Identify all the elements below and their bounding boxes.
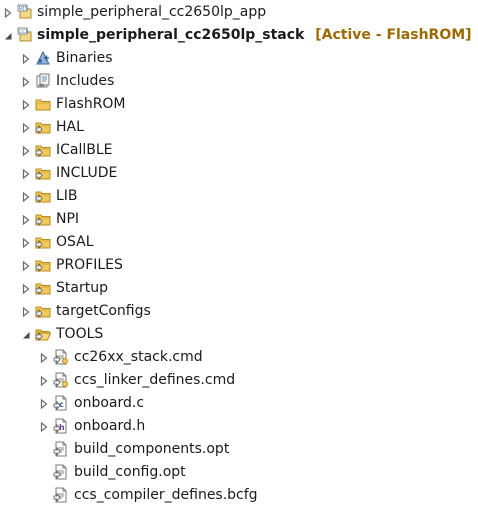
ccs-project-icon: RTS — [17, 4, 33, 20]
expand-arrow-icon[interactable] — [20, 300, 32, 323]
tree-item-build-components-opt[interactable]: build_components.opt — [0, 438, 478, 461]
expand-arrow-icon[interactable] — [20, 254, 32, 277]
tree-item-label: onboard.h — [74, 418, 146, 434]
expand-arrow-icon[interactable] — [20, 277, 32, 300]
tree-item-label: HAL — [56, 119, 84, 135]
tree-item-onboard-h[interactable]: h onboard.h — [0, 415, 478, 438]
tree-item-binaries[interactable]: Binaries — [0, 47, 478, 70]
tree-item-label: Includes — [56, 73, 115, 89]
tree-item-project-stack[interactable]: CCS simple_peripheral_cc2650lp_stack [Ac… — [0, 24, 478, 47]
tree-item-label: ccs_compiler_defines.bcfg — [74, 487, 258, 503]
expand-arrow-icon[interactable] — [20, 208, 32, 231]
expand-arrow-icon[interactable] — [20, 116, 32, 139]
cmd-file-icon — [53, 372, 69, 388]
c-file-icon: c — [53, 395, 69, 411]
tree-item-npi[interactable]: NPI — [0, 208, 478, 231]
svg-text:RTS: RTS — [19, 6, 28, 12]
tree-item-label: ICallBLE — [56, 142, 113, 158]
expand-arrow-icon[interactable] — [38, 369, 50, 392]
svg-text:ab: ab — [38, 83, 44, 89]
expand-arrow-icon[interactable] — [38, 392, 50, 415]
tree-item-osal[interactable]: OSAL — [0, 231, 478, 254]
text-file-icon — [53, 487, 69, 503]
text-file-icon — [53, 441, 69, 457]
tree-item-targetconfigs[interactable]: targetConfigs — [0, 300, 478, 323]
tree-item-label: Startup — [56, 280, 108, 296]
tree-item-label: OSAL — [56, 234, 94, 250]
expand-arrow-icon[interactable] — [20, 47, 32, 70]
tree-item-label: LIB — [56, 188, 78, 204]
tree-item-label: build_config.opt — [74, 464, 186, 480]
tree-item-label: ccs_linker_defines.cmd — [74, 372, 236, 388]
expand-arrow-icon[interactable] — [20, 70, 32, 93]
expand-arrow-icon[interactable] — [20, 139, 32, 162]
tree-item-onboard-c[interactable]: c onboard.c — [0, 392, 478, 415]
collapse-arrow-icon[interactable] — [2, 24, 14, 47]
linked-folder-icon — [35, 211, 51, 227]
expand-arrow-icon[interactable] — [20, 231, 32, 254]
tree-item-flashrom[interactable]: FlashROM — [0, 93, 478, 116]
svg-text:c: c — [59, 400, 64, 409]
expand-arrow-icon[interactable] — [20, 185, 32, 208]
tree-item-label: FlashROM — [56, 96, 126, 112]
tree-item-label: Binaries — [56, 50, 113, 66]
tree-item-lib[interactable]: LIB — [0, 185, 478, 208]
tree-item-ccs-linker-defines-cmd[interactable]: ccs_linker_defines.cmd — [0, 369, 478, 392]
folder-icon — [35, 96, 51, 112]
tree-item-label: INCLUDE — [56, 165, 118, 181]
linked-folder-icon — [35, 142, 51, 158]
tree-item-ccs-compiler-defines-bcfg[interactable]: ccs_compiler_defines.bcfg — [0, 484, 478, 507]
tree-item-label: NPI — [56, 211, 80, 227]
expand-arrow-icon[interactable] — [38, 415, 50, 438]
ccs-project-icon: CCS — [17, 27, 33, 43]
expand-arrow-icon[interactable] — [38, 346, 50, 369]
expand-arrow-icon[interactable] — [2, 1, 14, 24]
cmd-file-icon — [53, 349, 69, 365]
svg-text:h: h — [59, 423, 65, 432]
active-configuration-badge: [Active - FlashROM] — [315, 27, 472, 43]
tree-item-hal[interactable]: HAL — [0, 116, 478, 139]
project-name: simple_peripheral_cc2650lp_app — [37, 4, 267, 20]
linked-folder-icon — [35, 280, 51, 296]
svg-text:CCS: CCS — [19, 29, 29, 35]
includes-icon: ab — [35, 73, 51, 89]
tree-item-startup[interactable]: Startup — [0, 277, 478, 300]
linked-folder-icon — [35, 165, 51, 181]
h-file-icon: h — [53, 418, 69, 434]
expand-arrow-icon[interactable] — [20, 162, 32, 185]
linked-folder-open-icon — [35, 326, 51, 342]
linked-folder-icon — [35, 119, 51, 135]
tree-item-includes[interactable]: ab Includes — [0, 70, 478, 93]
tree-item-include[interactable]: INCLUDE — [0, 162, 478, 185]
tree-item-label: PROFILES — [56, 257, 123, 273]
binaries-icon — [35, 50, 51, 66]
tree-item-icallble[interactable]: ICallBLE — [0, 139, 478, 162]
tree-item-project-app[interactable]: RTS simple_peripheral_cc2650lp_app — [0, 1, 478, 24]
tree-item-label: cc26xx_stack.cmd — [74, 349, 203, 365]
tree-item-build-config-opt[interactable]: build_config.opt — [0, 461, 478, 484]
linked-folder-icon — [35, 257, 51, 273]
linked-folder-icon — [35, 234, 51, 250]
tree-item-label: targetConfigs — [56, 303, 151, 319]
linked-folder-icon — [35, 188, 51, 204]
expand-arrow-icon[interactable] — [20, 93, 32, 116]
tree-item-profiles[interactable]: PROFILES — [0, 254, 478, 277]
tree-item-cc26xx-stack-cmd[interactable]: cc26xx_stack.cmd — [0, 346, 478, 369]
linked-folder-icon — [35, 303, 51, 319]
tree-item-label: TOOLS — [56, 326, 104, 342]
text-file-icon — [53, 464, 69, 480]
tree-item-label: onboard.c — [74, 395, 145, 411]
project-name: simple_peripheral_cc2650lp_stack — [37, 27, 305, 43]
tree-item-label: build_components.opt — [74, 441, 230, 457]
project-name-active: simple_peripheral_cc2650lp_stack [Active… — [37, 24, 472, 47]
tree-item-tools[interactable]: TOOLS — [0, 323, 478, 346]
collapse-arrow-icon[interactable] — [20, 323, 32, 346]
